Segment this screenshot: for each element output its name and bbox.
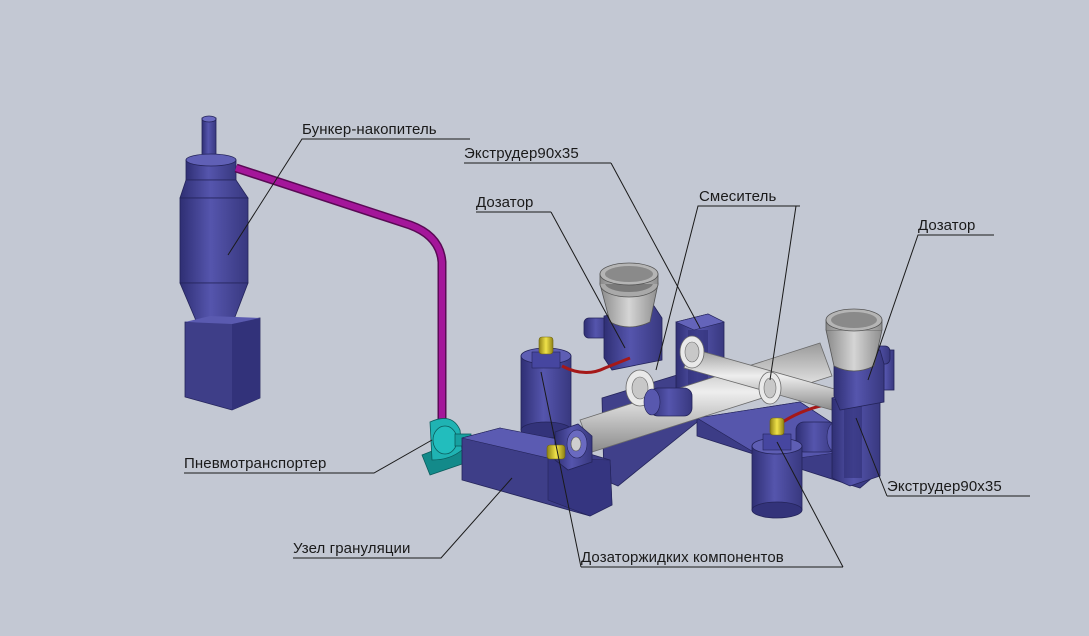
label-doser-right: Дозатор	[918, 217, 976, 234]
pneumatic-pipe	[234, 163, 447, 420]
leader-pneumatic	[184, 439, 433, 474]
label-pneumatic: Пневмотранспортер	[184, 455, 327, 472]
label-mixer: Смеситель	[699, 188, 777, 205]
leader-granulation	[293, 477, 513, 559]
leader-liquid-a	[540, 371, 843, 568]
liquid-doser-right	[751, 417, 803, 519]
mixer-shaft	[579, 335, 839, 453]
hopper-cyclone	[179, 115, 261, 411]
liquid-doser-left	[520, 336, 572, 439]
pneumatic-blower	[421, 418, 472, 476]
label-hopper: Бункер-накопитель	[302, 121, 437, 138]
leader-liquid-b	[776, 441, 844, 568]
left-doser	[583, 262, 663, 371]
leader-lines	[184, 138, 1030, 568]
label-extruder-top: Экструдер90х35	[464, 145, 579, 162]
leader-hopper	[227, 138, 470, 256]
leader-extruder-bottom	[855, 417, 1030, 497]
label-granulation: Узел грануляции	[293, 540, 411, 557]
label-doser-left: Дозатор	[476, 194, 534, 211]
leader-extruder-top	[464, 162, 701, 329]
label-extruder-bottom: Экструдер90х35	[887, 478, 1002, 495]
leader-mixer-a	[655, 205, 800, 371]
leader-doser-left	[476, 211, 626, 349]
right-doser	[825, 308, 895, 411]
label-liquid-doser: Дозаторжидких компонентов	[581, 549, 784, 566]
leader-doser-right	[867, 234, 994, 381]
granulation-unit	[461, 423, 613, 517]
leader-mixer-b	[769, 205, 797, 381]
